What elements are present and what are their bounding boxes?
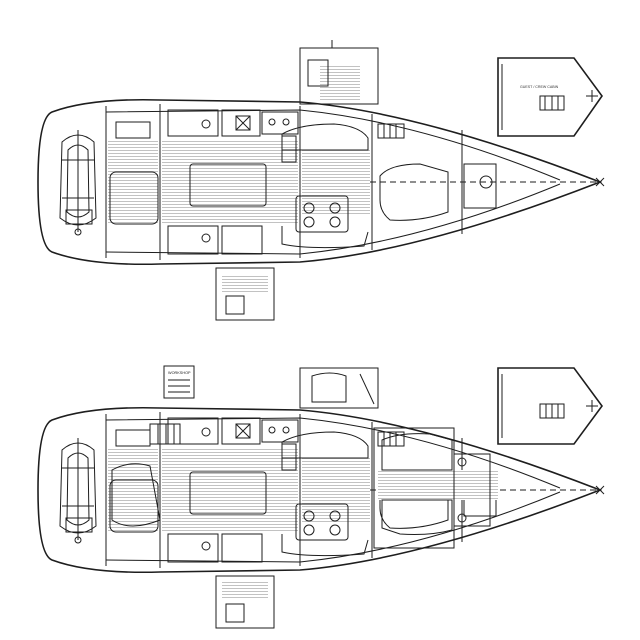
layout-a-plan [37,98,605,266]
layout-b-inset-forepeak [497,367,603,445]
layout-b-inset-workshop-card: WORKSHOP [163,365,195,399]
layout-b-inset-midships [299,367,379,409]
layout-a-inset-midships [299,40,379,105]
layout-b-plan [37,406,605,574]
layout-a-inset-forepeak: GUEST / CREW CABIN [497,57,603,137]
layout-a-inset-companion [215,267,275,321]
inset-forepeak-label: GUEST / CREW CABIN [520,85,559,89]
inset-workshop-label: WORKSHOP [168,371,191,375]
layout-b-inset-companion [215,575,275,629]
